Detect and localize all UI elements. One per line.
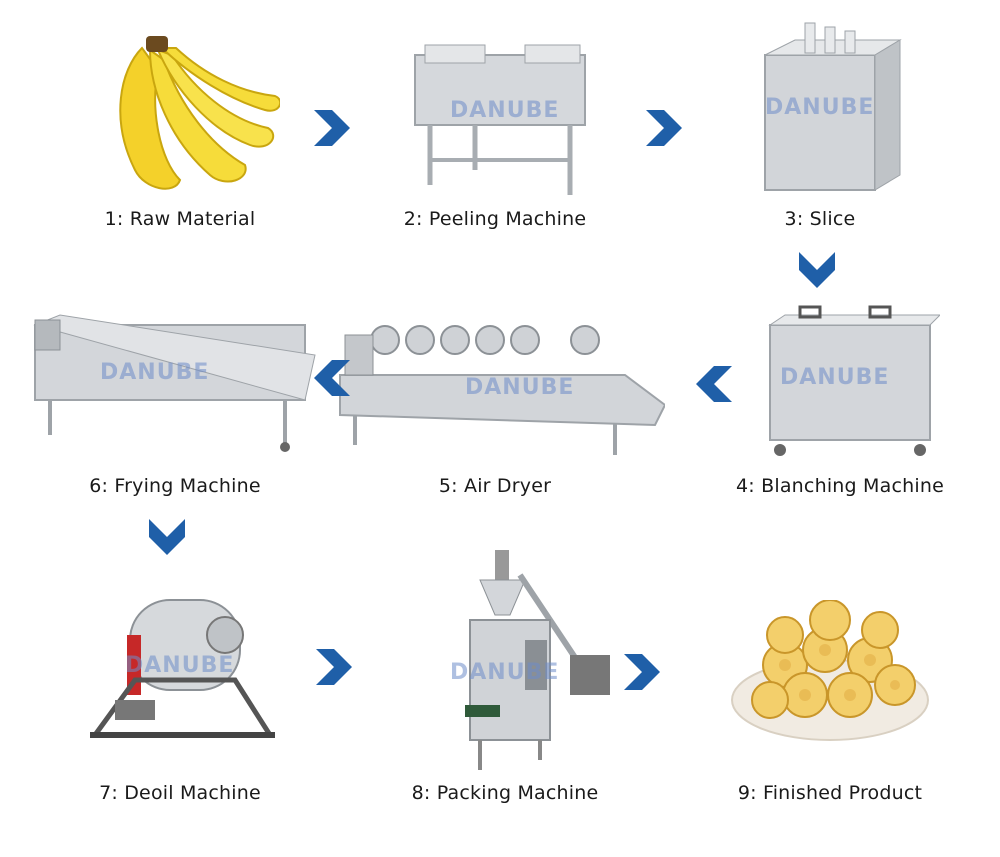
packing-machine-icon: DANUBE bbox=[355, 545, 655, 770]
arrow-down-icon bbox=[145, 515, 189, 559]
arrow-left-icon bbox=[310, 356, 354, 400]
step-label: 5: Air Dryer bbox=[438, 475, 552, 497]
arrow-right-icon bbox=[312, 645, 356, 689]
arrow-right-icon bbox=[642, 106, 686, 150]
watermark-logo: DANUBE bbox=[125, 653, 235, 678]
step-label: 2: Peeling Machine bbox=[403, 208, 587, 230]
step-label: 9: Finished Product bbox=[737, 782, 923, 804]
arrow-right-icon bbox=[620, 650, 664, 694]
deoil-machine-icon: DANUBE bbox=[30, 585, 330, 755]
watermark-logo: DANUBE bbox=[780, 365, 890, 390]
blanching-machine-icon: DANUBE bbox=[690, 305, 990, 465]
watermark-logo: DANUBE bbox=[765, 95, 875, 120]
air-dryer-icon: DANUBE bbox=[339, 305, 665, 465]
step-label: 1: Raw Material bbox=[104, 208, 256, 230]
step-label: 3: Slice bbox=[784, 208, 856, 230]
step-label: 4: Blanching Machine bbox=[736, 475, 944, 497]
watermark-logo: DANUBE bbox=[465, 375, 575, 400]
frying-machine-icon: DANUBE bbox=[25, 305, 325, 455]
banana-chips-icon bbox=[680, 600, 980, 750]
peeling-machine-icon: DANUBE bbox=[345, 30, 645, 200]
slicer-icon: DANUBE bbox=[670, 15, 970, 200]
arrow-right-icon bbox=[310, 106, 354, 150]
watermark-logo: DANUBE bbox=[450, 660, 560, 685]
step-label: 6: Frying Machine bbox=[89, 475, 261, 497]
watermark-logo: DANUBE bbox=[100, 360, 210, 385]
watermark-logo: DANUBE bbox=[450, 98, 560, 123]
banana-icon bbox=[30, 30, 330, 200]
arrow-down-icon bbox=[795, 248, 839, 292]
step-label: 8: Packing Machine bbox=[411, 782, 599, 804]
step-label: 7: Deoil Machine bbox=[99, 782, 261, 804]
arrow-left-icon bbox=[692, 362, 736, 406]
